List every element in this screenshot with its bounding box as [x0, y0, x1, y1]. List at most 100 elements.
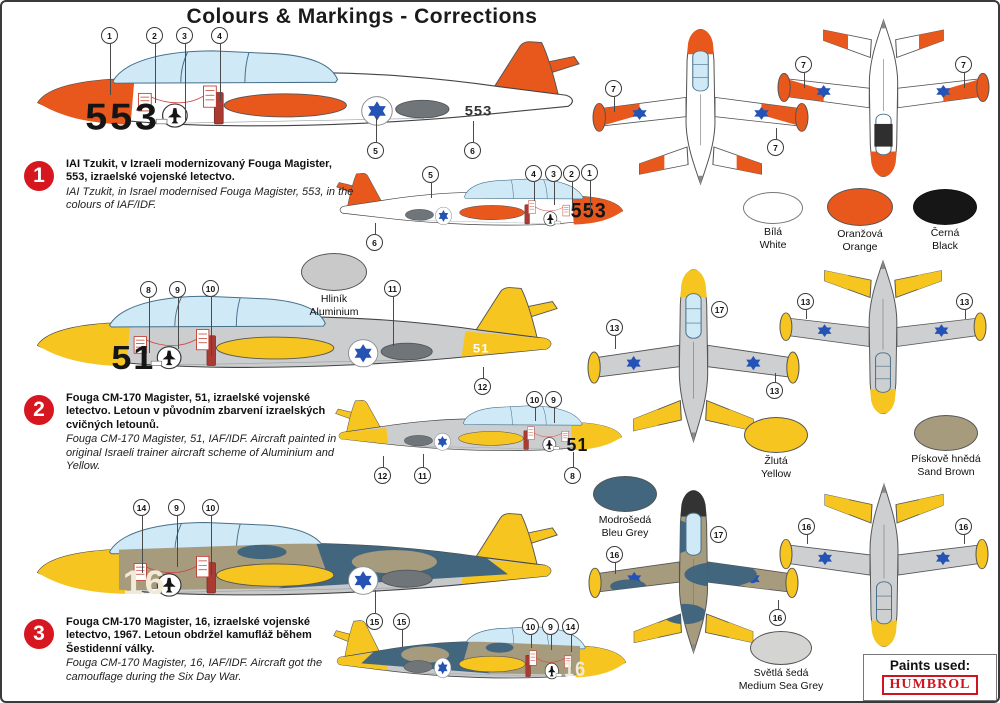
callout-11: 11	[414, 454, 431, 484]
callout-number: 10	[525, 621, 536, 632]
aircraft-553-side-profile-right: 553	[336, 172, 624, 245]
scheme-2-badge: 2	[24, 395, 54, 425]
legend-scheme-1: 1 IAI Tzukit, v Izraeli modernizovaný Fo…	[22, 158, 356, 213]
callout-12: 12	[374, 456, 391, 484]
swatch-label-cz: Pískově hnědá	[911, 453, 981, 465]
callout-number: 3	[182, 30, 187, 41]
callout-number: 6	[470, 145, 475, 156]
paint-swatch-black: Černá Black	[890, 189, 998, 252]
callout-number: 4	[217, 30, 222, 41]
callout-number: 16	[609, 549, 620, 560]
callout-number: 5	[428, 169, 433, 180]
callout-16: 16	[798, 518, 815, 544]
callout-number: 5	[373, 145, 378, 156]
callout-5: 5	[367, 117, 384, 159]
swatch-ellipse	[914, 415, 978, 451]
callout-10: 10	[202, 499, 219, 575]
callout-number: 9	[175, 284, 180, 295]
aircraft-553-plan-view-bottom	[777, 17, 990, 179]
aircraft-number: 553	[571, 199, 607, 223]
callout-number: 4	[531, 168, 536, 179]
swatch-label-cz: Modrošedá	[598, 514, 652, 526]
paint-swatch-yellow: Žlutá Yellow	[721, 417, 831, 480]
callout-number: 6	[372, 237, 377, 248]
callout-9: 9	[545, 391, 562, 423]
humbrol-logo: HUMBROL	[881, 675, 979, 695]
swatch-label-cz: Černá	[930, 227, 960, 239]
callout-7: 7	[955, 56, 972, 88]
callout-14: 14	[562, 618, 579, 652]
scheme-1-badge: 1	[24, 161, 54, 191]
callout-13: 13	[956, 293, 973, 319]
swatch-ellipse	[827, 188, 893, 226]
paint-swatch-white: Bílá White	[718, 192, 828, 251]
callout-1: 1	[581, 164, 598, 212]
paint-swatch-sand-brown: Pískově hnědá Sand Brown	[891, 415, 998, 478]
aircraft-number: 16	[123, 564, 167, 602]
callout-number: 17	[714, 304, 725, 315]
swatch-label-cz: Žlutá	[764, 455, 788, 467]
callout-12: 12	[474, 367, 491, 395]
swatch-label-cz: Bílá	[763, 226, 783, 238]
callout-number: 9	[174, 502, 179, 513]
callout-15: 15	[366, 590, 383, 630]
swatch-label-en: Yellow	[761, 467, 791, 480]
callout-16: 16	[606, 546, 623, 574]
callout-number: 16	[772, 612, 783, 623]
callout-number: 8	[570, 470, 575, 481]
scheme-3-badge: 3	[24, 619, 54, 649]
callout-3: 3	[176, 27, 193, 121]
callout-6: 6	[366, 223, 383, 251]
callout-2: 2	[146, 27, 163, 103]
legend-scheme-2: 2 Fouga CM-170 Magister, 51, izraelské v…	[22, 392, 356, 473]
aircraft-number: 51	[111, 340, 155, 377]
swatch-label-en: Sand Brown	[917, 465, 975, 478]
swatch-label-en: Aluminium	[309, 305, 359, 318]
callout-number: 11	[388, 283, 397, 294]
callout-number: 14	[136, 502, 147, 513]
paints-used-label: Paints used:	[889, 658, 971, 673]
swatch-label-en: White	[759, 238, 787, 251]
callout-10: 10	[522, 618, 539, 648]
callout-4: 4	[211, 27, 228, 101]
page-title: Colours & Markings - Corrections	[186, 5, 538, 28]
callout-13: 13	[766, 373, 783, 399]
callout-5: 5	[422, 166, 439, 198]
callout-number: 10	[205, 502, 216, 513]
swatch-label-en: Orange	[842, 240, 878, 253]
callout-number: 16	[801, 521, 812, 532]
callout-number: 16	[958, 521, 969, 532]
callout-4: 4	[525, 165, 542, 201]
callout-number: 7	[773, 142, 778, 153]
scheme-2-heading-cz: Fouga CM-170 Magister, 51, izraelské voj…	[66, 392, 326, 431]
callout-number: 1	[587, 167, 592, 178]
callout-number: 7	[801, 59, 806, 70]
callout-13: 13	[606, 319, 623, 349]
callout-9: 9	[542, 618, 559, 650]
callout-7: 7	[767, 128, 784, 156]
aircraft-number: 553	[85, 97, 160, 139]
swatch-ellipse	[593, 476, 657, 512]
scheme-1-heading-cz: IAI Tzukit, v Izraeli modernizovaný Foug…	[66, 158, 332, 184]
swatch-ellipse	[744, 417, 808, 453]
callout-number: 11	[418, 470, 427, 481]
swatch-ellipse	[913, 189, 977, 225]
callout-3: 3	[545, 165, 562, 205]
callout-number: 14	[565, 621, 576, 632]
aircraft-16-plan-view-bottom	[779, 481, 989, 649]
scheme-3-heading-en: Fouga CM-170 Magister, 16, IAF/IDF. Airc…	[66, 657, 323, 683]
callout-9: 9	[168, 499, 185, 567]
callout-number: 2	[569, 168, 574, 179]
callout-16: 16	[955, 518, 972, 544]
callout-7: 7	[795, 56, 812, 88]
swatch-label-en: Bleu Grey	[601, 526, 649, 539]
aircraft-16-side-profile-left: 16	[37, 513, 558, 602]
callout-number: 12	[477, 381, 488, 392]
aircraft-51-plan-view-bottom	[779, 258, 987, 416]
callout-14: 14	[133, 499, 150, 573]
swatch-label-cz: Světlá šedá	[753, 667, 809, 679]
callout-16: 16	[769, 600, 786, 626]
paint-swatch-aluminium: Hliník Aluminium	[279, 253, 389, 318]
paint-swatch-bleu-grey: Modrošedá Bleu Grey	[570, 476, 680, 539]
callout-10: 10	[202, 280, 219, 356]
